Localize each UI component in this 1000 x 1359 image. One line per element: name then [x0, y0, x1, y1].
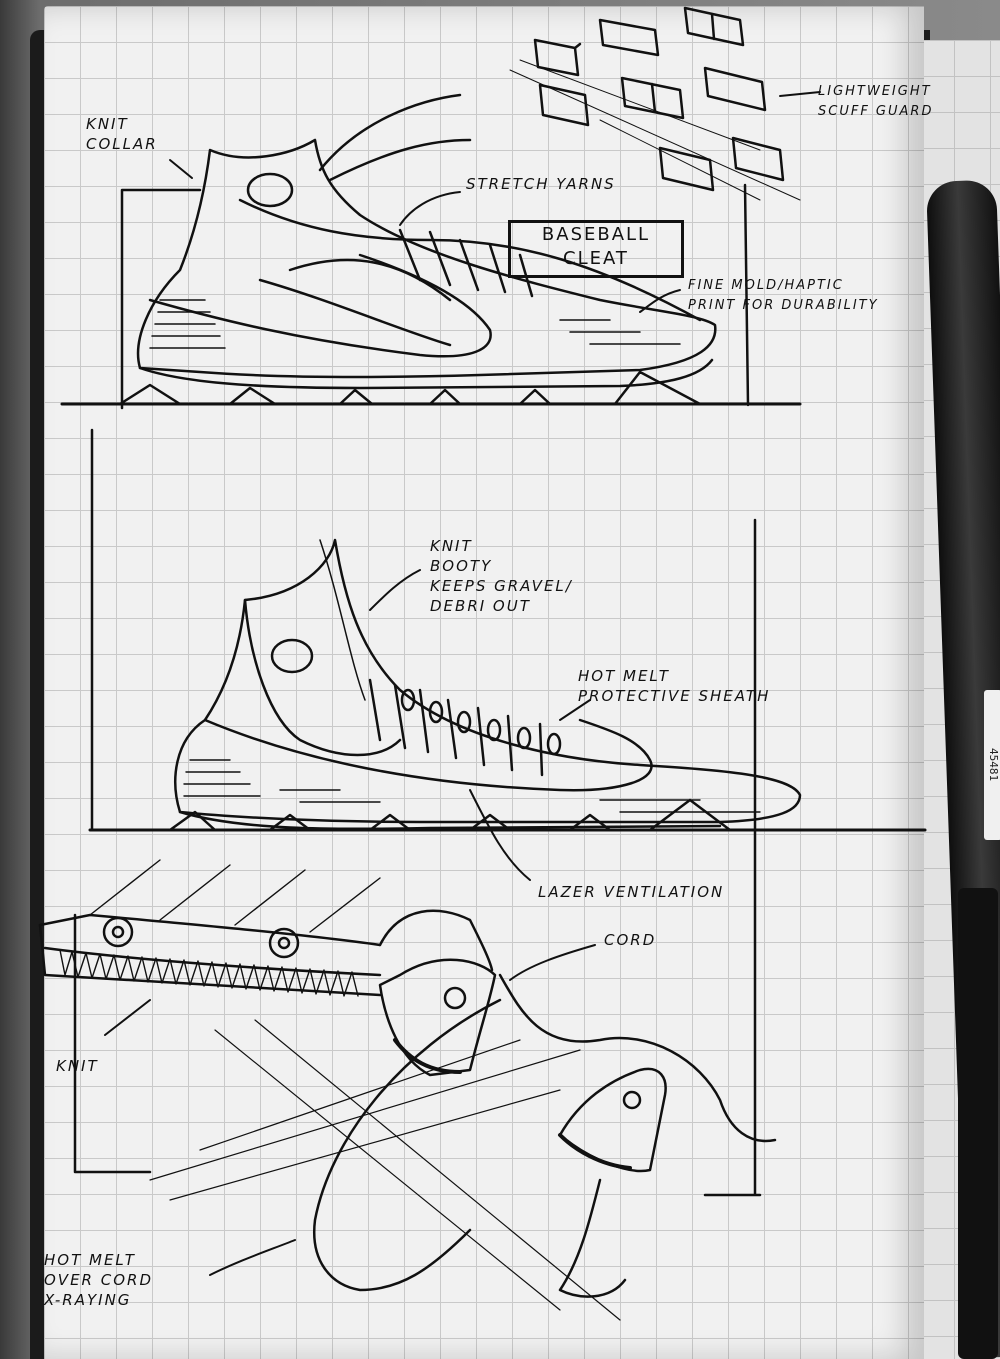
scuff-guard-blocks [509, 6, 801, 201]
annotation-knit: KNIT [56, 1057, 99, 1075]
annotation-lazer-ventilation: LAZER VENTILATION [538, 883, 725, 901]
annotation-cord: CORD [604, 931, 657, 949]
annotation-fine-mold: FINE MOLD/HAPTIC PRINT FOR DURABILITY [688, 278, 879, 313]
annotation-hot-melt-sheath: HOT MELT PROTECTIVE SHEATH [578, 667, 771, 705]
annotation-knit-collar: KNIT COLLAR [86, 115, 158, 153]
pen-label: 45481 [984, 690, 1000, 840]
annotation-stretch-yarns: STRETCH YARNS [466, 175, 616, 193]
frame-lines [60, 183, 927, 1197]
top-shoe-sketch [118, 93, 717, 406]
sketch-title-text: BASEBALL CLEAT [541, 224, 651, 269]
annotation-hot-melt-cord: HOT MELT OVER CORD X-RAYING [44, 1251, 153, 1309]
pen-clip [958, 888, 998, 1359]
leader-lines [104, 91, 821, 1276]
annotation-knit-booty: KNIT BOOTY KEEPS GRAVEL/ DEBRI OUT [430, 537, 573, 615]
annotation-lightweight-scuff-guard: LIGHTWEIGHT SCUFF GUARD [818, 84, 934, 119]
knit-detail-sketch [38, 859, 382, 997]
lace-loop-sketch [149, 909, 777, 1321]
bottom-shoe-sketch [168, 538, 802, 832]
sketch-title: BASEBALL CLEAT [508, 220, 684, 278]
notebook-page [44, 6, 924, 1359]
